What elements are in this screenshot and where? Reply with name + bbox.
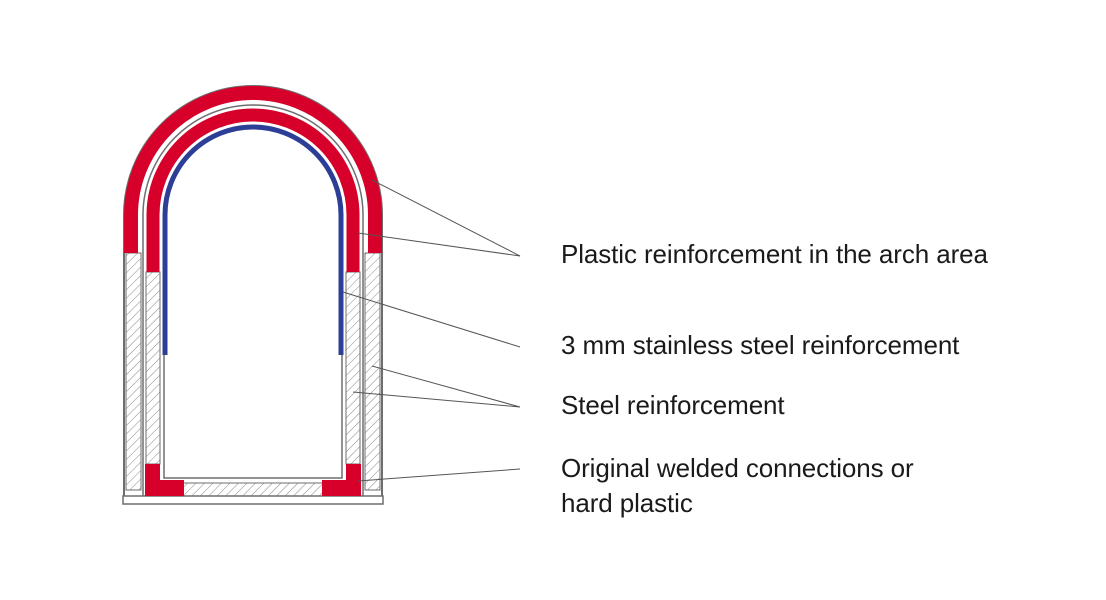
welded-connection-left xyxy=(145,464,184,496)
plastic-reinforcement-inner-arch xyxy=(146,108,360,272)
steel-reinforcement-left-inner xyxy=(145,271,161,465)
label-steel-reinforcement: Steel reinforcement xyxy=(561,390,785,420)
stainless-steel-reinforcement xyxy=(162,124,344,355)
steel-reinforcement-right-inner xyxy=(345,271,361,465)
steel-reinforcement-right-outer xyxy=(364,252,381,491)
label-welded-line-1: Original welded connections or xyxy=(561,453,914,483)
label-welded-line-2: hard plastic xyxy=(561,488,693,518)
inner-opening-outline xyxy=(163,125,343,479)
label-plastic-arch-reinforcement: Plastic reinforcement in the arch area xyxy=(561,239,988,269)
welded-connection-right xyxy=(322,464,361,496)
leader-arch-outer xyxy=(371,179,521,257)
leader-steel-inner xyxy=(352,391,521,408)
inner-frame-outline xyxy=(142,104,364,496)
leader-stainless xyxy=(342,291,521,348)
leader-lines xyxy=(342,179,521,482)
plastic-reinforcement-outer-arch xyxy=(124,86,382,253)
leader-arch-inner xyxy=(357,232,521,257)
leader-welded xyxy=(357,468,521,482)
base-sill xyxy=(122,495,384,505)
label-stainless-steel-reinforcement: 3 mm stainless steel reinforcement xyxy=(561,330,960,360)
label-welded-connections: Original welded connections or hard plas… xyxy=(561,451,914,521)
steel-reinforcement-left-outer xyxy=(125,252,142,491)
steel-reinforcement-bottom xyxy=(182,482,324,497)
leader-steel-outer xyxy=(371,365,521,408)
